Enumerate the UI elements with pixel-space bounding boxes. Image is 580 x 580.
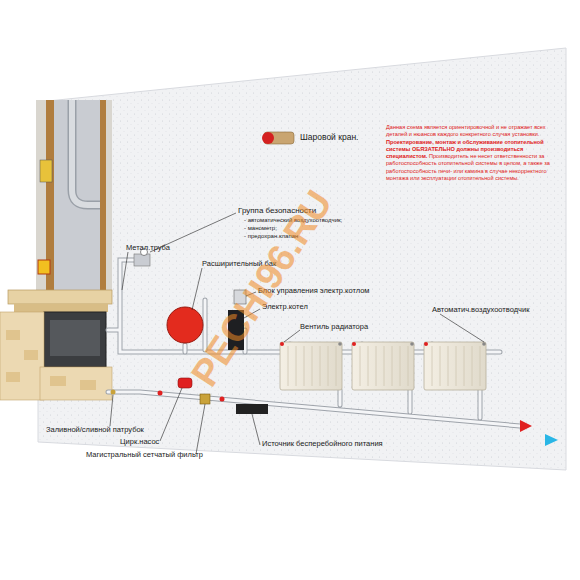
foil-insulation — [54, 100, 100, 290]
mantel — [8, 290, 112, 304]
stone — [80, 380, 96, 390]
disclaimer-note: Данная схема является ориентировочной и … — [386, 124, 564, 182]
ups-box — [236, 404, 268, 414]
firebox-glass — [50, 320, 100, 356]
circulation-pump — [178, 378, 192, 388]
firebox — [44, 312, 106, 367]
stone — [50, 376, 66, 386]
drain-fitting — [111, 390, 116, 395]
safety-group — [134, 254, 150, 266]
vent-grille — [40, 160, 52, 182]
insulation — [46, 100, 106, 290]
chimney-column — [36, 100, 112, 295]
ball-valve — [220, 397, 225, 402]
part-label: Цирк.насос — [120, 438, 159, 446]
flue-pipe — [72, 100, 100, 205]
part-label: Источник бесперебойного питания — [262, 440, 383, 448]
ball-valve — [158, 391, 163, 396]
stone-base — [0, 312, 44, 400]
return-arrow — [545, 434, 558, 446]
mantel-trim — [14, 304, 108, 312]
wall — [38, 48, 566, 470]
radiators — [280, 342, 486, 390]
part-label: Метал.труба — [126, 244, 170, 252]
list-item: - манометр; — [244, 225, 277, 232]
part-label: Магистральный сетчатый фильтр — [86, 451, 203, 459]
part-label: Вентиль радиатора — [300, 323, 368, 331]
flue-pipe — [72, 100, 100, 205]
expansion-tank — [167, 307, 203, 343]
note-sentence: Данная схема является ориентировочной и … — [386, 124, 546, 137]
stone — [6, 330, 20, 340]
supply-arrow — [520, 420, 532, 432]
stone-base — [40, 367, 112, 400]
thermometer-icon — [38, 260, 50, 274]
ball-valve-sample — [262, 132, 294, 144]
stone — [24, 350, 38, 360]
mesh-filter — [200, 394, 210, 404]
stone — [6, 372, 20, 382]
legend-text: Шаровой кран. — [300, 133, 358, 142]
part-label: Заливной/сливной патрубок — [46, 426, 144, 434]
part-label: Автоматич.воздухоотводчик — [432, 306, 529, 314]
pipes — [108, 260, 520, 426]
